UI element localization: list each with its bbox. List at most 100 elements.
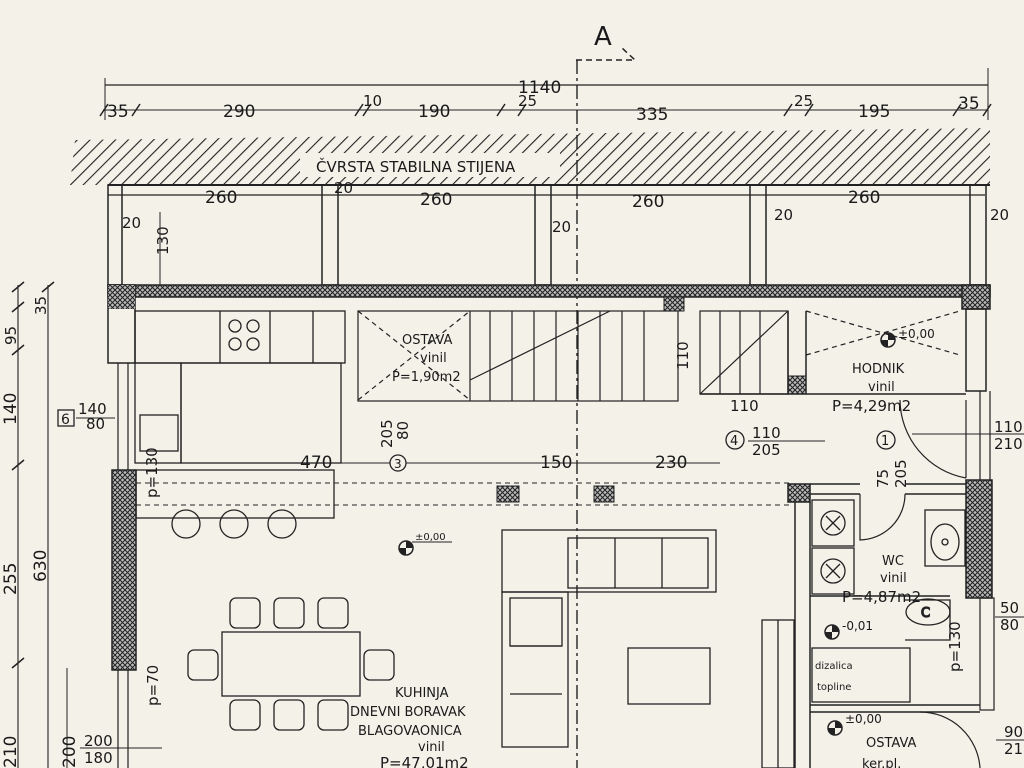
dim-110-right: 110: [994, 418, 1023, 436]
rock-band: ČVRSTA STABILNA STIJENA: [70, 128, 990, 186]
level-marker-kitchen: ±0,00: [398, 532, 452, 556]
top-dim-3: 10: [363, 92, 382, 110]
misc-dimensions: p=70 p=130 200 200 180 110 210 50 80 90 …: [60, 418, 1024, 768]
living-line2: DNEVNI BORAVAK: [350, 705, 466, 720]
dim-75: 75: [874, 469, 892, 488]
room-label-living: KUHINJA DNEVNI BORAVAK BLAGOVAONICA vini…: [350, 686, 469, 768]
found-dim-2: 20: [334, 179, 353, 197]
kitchen-counter: [134, 310, 346, 539]
room-label-heat-pump: dizalica topline: [815, 661, 853, 693]
section-marker-label: A: [594, 22, 612, 52]
storage-top-name: OSTAVA: [402, 333, 453, 348]
left-dim-6: 210: [1, 736, 21, 768]
dim-90: 90: [1004, 723, 1023, 741]
room-label-storage-top: OSTAVA vinil P=1,90m2: [392, 333, 461, 385]
heat-pump-line2: topline: [817, 682, 851, 693]
foundation-dimensions: 260 20 260 260 20 260 20 20 20 130: [122, 179, 1009, 285]
marker-4-label: 4: [730, 434, 738, 449]
dim-p70: p=70: [144, 665, 162, 706]
room-label-storage-bottom: OSTAVA ker.pl.: [862, 736, 917, 768]
top-dim-5: 25: [518, 92, 537, 110]
level-hall-label: ±0,00: [898, 327, 935, 341]
top-dimension-chain: 35 290 10 190 25 335 25 195 35: [99, 92, 992, 125]
dim-20-left: 20: [122, 214, 141, 232]
interior-walls: [700, 311, 980, 768]
overall-dimension-label: 1140: [518, 78, 561, 98]
dim-p130: p=130: [143, 447, 161, 498]
dim-80-window: 80: [86, 415, 105, 433]
heat-pump-line1: dizalica: [815, 661, 853, 672]
dim-470: 470: [300, 453, 332, 473]
storage-top-floor: vinil: [420, 351, 447, 366]
level-marker-utility: -0,01: [824, 619, 873, 640]
wc-fixtures: C: [811, 509, 966, 703]
top-dim-6: 335: [636, 105, 668, 125]
dim-205: 205: [378, 419, 396, 448]
left-dim-2: 95: [2, 326, 20, 345]
living-line1: KUHINJA: [395, 686, 449, 701]
dim-80: 80: [394, 421, 412, 440]
top-dim-7: 25: [794, 92, 813, 110]
found-dim-3: 260: [420, 190, 452, 210]
toilet-symbol: C: [921, 606, 930, 621]
marker-6-label: 6: [61, 412, 70, 428]
level-utility-label: -0,01: [842, 619, 873, 633]
dim-230: 230: [655, 453, 687, 473]
level-marker-storage: ±0,00: [827, 712, 882, 736]
found-dim-1: 260: [205, 188, 237, 208]
staircase: [357, 310, 961, 402]
sofa: [501, 529, 795, 768]
overall-dimension: 1140: [104, 68, 989, 120]
dim-205-wc: 205: [892, 459, 910, 488]
left-dimension-chain: 35 95 140 255 630 210: [1, 281, 55, 768]
door-marker-1: 1 75 205: [874, 430, 910, 488]
storage-bottom-name: OSTAVA: [866, 736, 917, 751]
wc-name: WC: [882, 554, 904, 569]
storage-top-area: P=1,90m2: [392, 370, 461, 385]
marker-1-label: 1: [881, 434, 889, 449]
room-label-wc: WC vinil P=4,87m2: [842, 554, 921, 606]
left-dim-3: 140: [1, 393, 21, 425]
living-area: P=47,01m2: [380, 754, 469, 768]
dim-80-right: 80: [1000, 616, 1019, 634]
level-kitchen-label: ±0,00: [415, 532, 446, 543]
found-dim-5: 20: [774, 206, 793, 224]
dim-110-node: 110: [752, 424, 781, 442]
dim-p130-wc: p=130: [946, 621, 964, 672]
dim-200: 200: [84, 732, 113, 750]
room-label-hallway: HODNIK vinil P=4,29m2: [832, 362, 911, 415]
dim-210-right: 210: [994, 435, 1023, 453]
found-dim-6: 260: [848, 188, 880, 208]
top-dim-4: 190: [418, 102, 450, 122]
dim-140: 140: [78, 400, 107, 418]
hidden-lines: [136, 482, 790, 506]
door-marker-4: 4 110 205: [725, 424, 825, 459]
hallway-area: P=4,29m2: [832, 397, 911, 415]
dim-130: 130: [154, 226, 172, 255]
window-marker-6: 6 140 80: [57, 400, 115, 433]
top-dim-8: 195: [858, 102, 890, 122]
dining-set: [187, 597, 395, 731]
rock-label: ČVRSTA STABILNA STIJENA: [316, 157, 516, 176]
dim-205-node: 205: [752, 441, 781, 459]
door-marker-3: 3: [389, 454, 407, 472]
washing-machines: [811, 499, 855, 595]
top-dim-9: 35: [958, 94, 980, 114]
dim-110-bottom: 110: [730, 397, 759, 415]
dim-200-vertical: 200: [60, 736, 80, 768]
foundation: [107, 184, 987, 286]
dim-150: 150: [540, 453, 572, 473]
exterior-walls: [107, 284, 995, 768]
found-dim-7: 20: [990, 206, 1009, 224]
left-dim-4: 255: [1, 563, 21, 595]
level-storage-label: ±0,00: [845, 712, 882, 726]
top-dim-1: 35: [107, 102, 129, 122]
hallway-floor: vinil: [868, 380, 895, 395]
living-floor: vinil: [418, 740, 445, 755]
found-dim-4: 260: [632, 192, 664, 212]
doors: [859, 399, 981, 768]
hallway-name: HODNIK: [852, 362, 905, 377]
top-dim-2: 290: [223, 102, 255, 122]
left-dim-5: 630: [31, 550, 51, 582]
